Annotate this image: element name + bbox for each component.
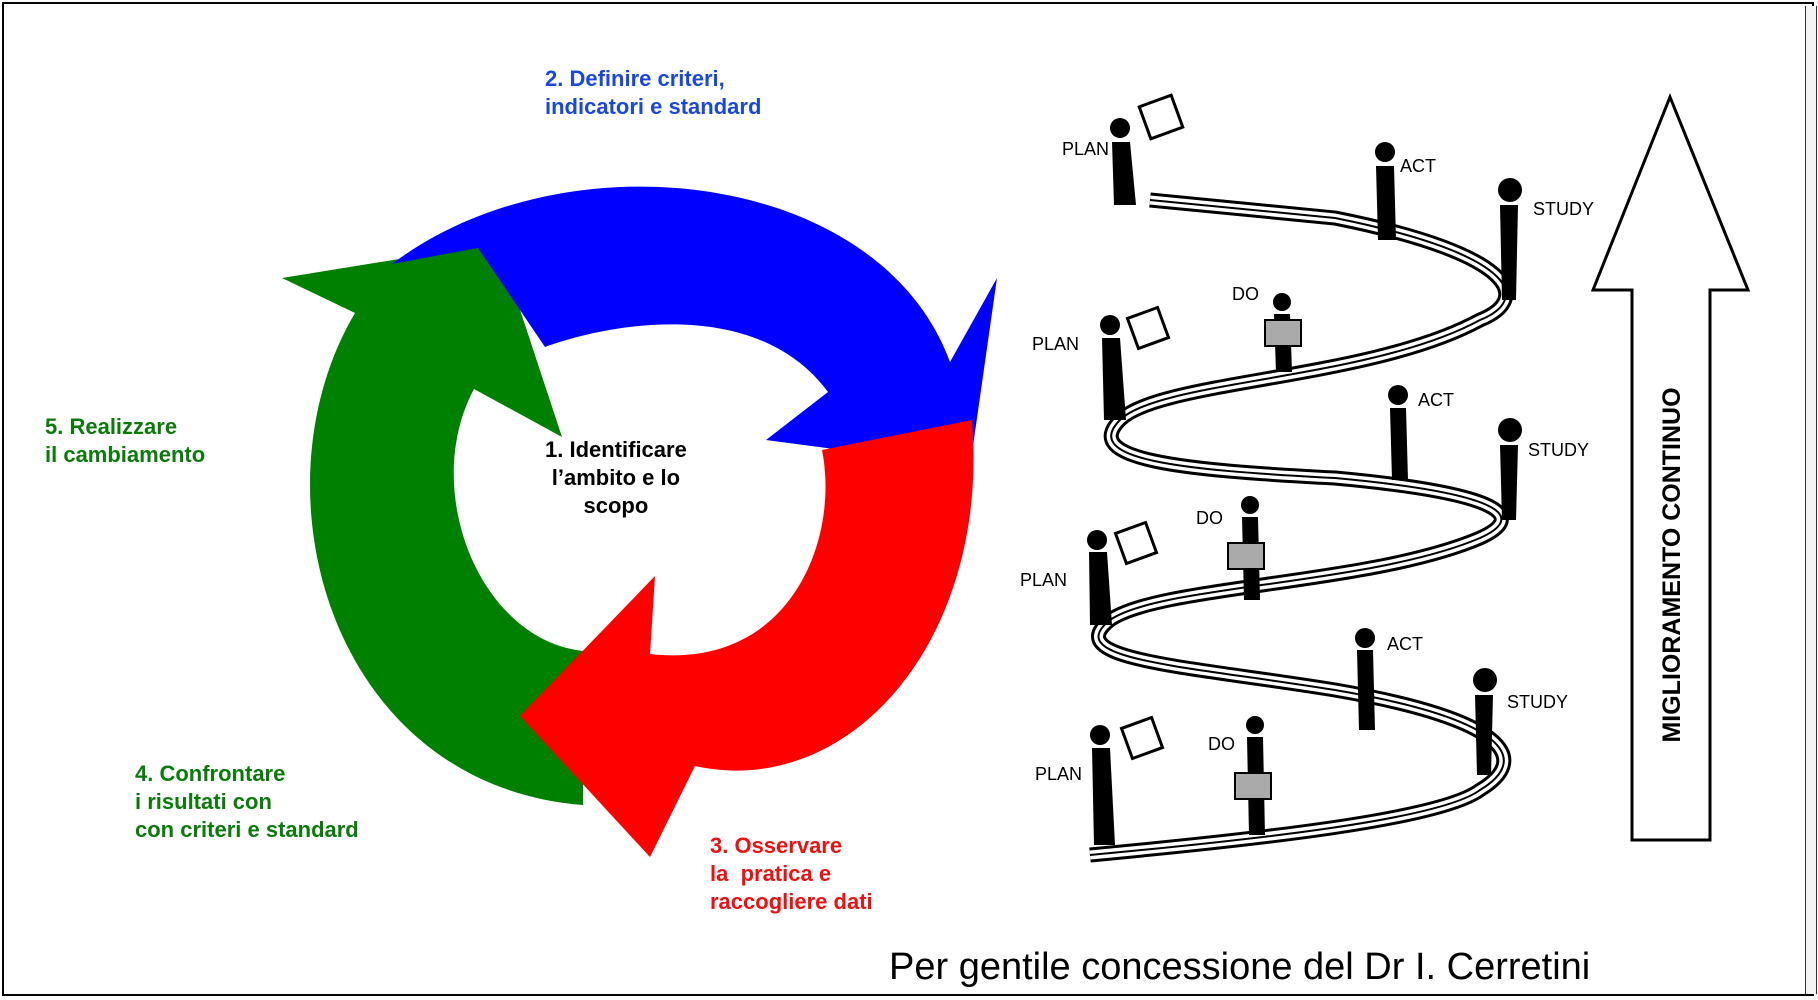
blue-cycle-arrow	[392, 186, 997, 467]
spiral-labels: PLAN ACT STUDY DO PLAN ACT STUDY DO PLAN…	[1020, 139, 1594, 784]
label-study-3: STUDY	[1507, 692, 1568, 712]
figure-study-2	[1498, 418, 1522, 520]
label-study-2: STUDY	[1528, 440, 1589, 460]
figure-act-1	[1375, 142, 1396, 240]
figure-plan-2	[1100, 305, 1171, 420]
label-do-1: DO	[1232, 284, 1259, 304]
label-do-2: DO	[1196, 508, 1223, 528]
figure-plan-1	[1110, 93, 1185, 205]
figure-do-2	[1227, 496, 1265, 600]
scrollbar[interactable]	[1805, 6, 1817, 994]
figure-do-1	[1264, 293, 1302, 372]
label-act-3: ACT	[1387, 634, 1423, 654]
label-plan-2: PLAN	[1032, 334, 1079, 354]
figure-plan-3	[1087, 520, 1159, 625]
figure-act-3	[1355, 628, 1375, 730]
improvement-arrow-label: MIGLIORAMENTO CONTINUO	[1658, 387, 1686, 742]
label-act-1: ACT	[1400, 156, 1436, 176]
credit-text: Per gentile concessione del Dr I. Cerret…	[889, 946, 1591, 988]
figure-study-1	[1498, 178, 1522, 300]
spiral-track	[1089, 192, 1514, 863]
figure-act-2	[1388, 385, 1408, 480]
label-plan-1: PLAN	[1062, 139, 1109, 159]
center-label: 1. Identificare l’ambito e lo scopo	[545, 437, 687, 518]
figure-study-3	[1473, 668, 1497, 775]
cycle-graphic	[282, 186, 997, 857]
label-study-1: STUDY	[1533, 199, 1594, 219]
step3-label: 3. Osservare la pratica e raccogliere da…	[710, 833, 873, 914]
red-cycle-arrow	[520, 420, 974, 857]
step5-label: 5. Realizzare il cambiamento	[45, 414, 206, 467]
figure-do-3	[1234, 716, 1272, 835]
label-plan-4: PLAN	[1035, 764, 1082, 784]
improvement-arrow: MIGLIORAMENTO CONTINUO	[1590, 92, 1751, 842]
figure-plan-4	[1090, 715, 1165, 845]
label-act-2: ACT	[1418, 390, 1454, 410]
step2-label: 2. Definire criteri, indicatori e standa…	[545, 66, 762, 119]
green-cycle-arrow	[282, 243, 583, 805]
step4-label: 4. Confrontare i risultati con con crite…	[135, 761, 359, 842]
label-plan-3: PLAN	[1020, 570, 1067, 590]
label-do-3: DO	[1208, 734, 1235, 754]
